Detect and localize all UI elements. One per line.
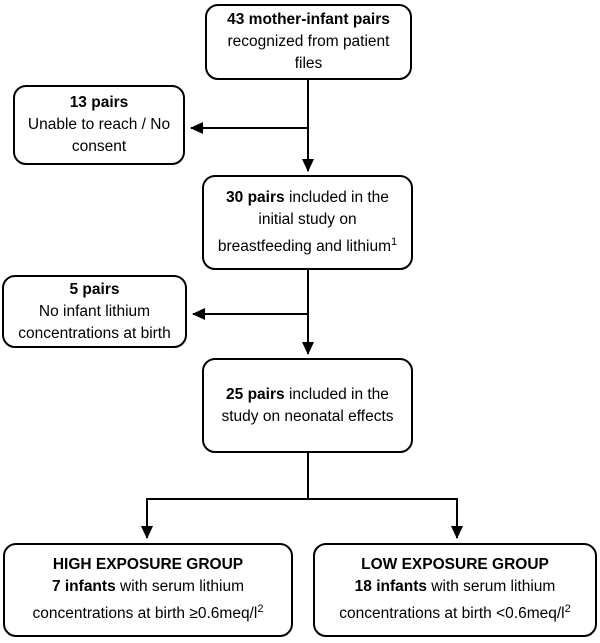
connector-split-line (146, 452, 457, 500)
